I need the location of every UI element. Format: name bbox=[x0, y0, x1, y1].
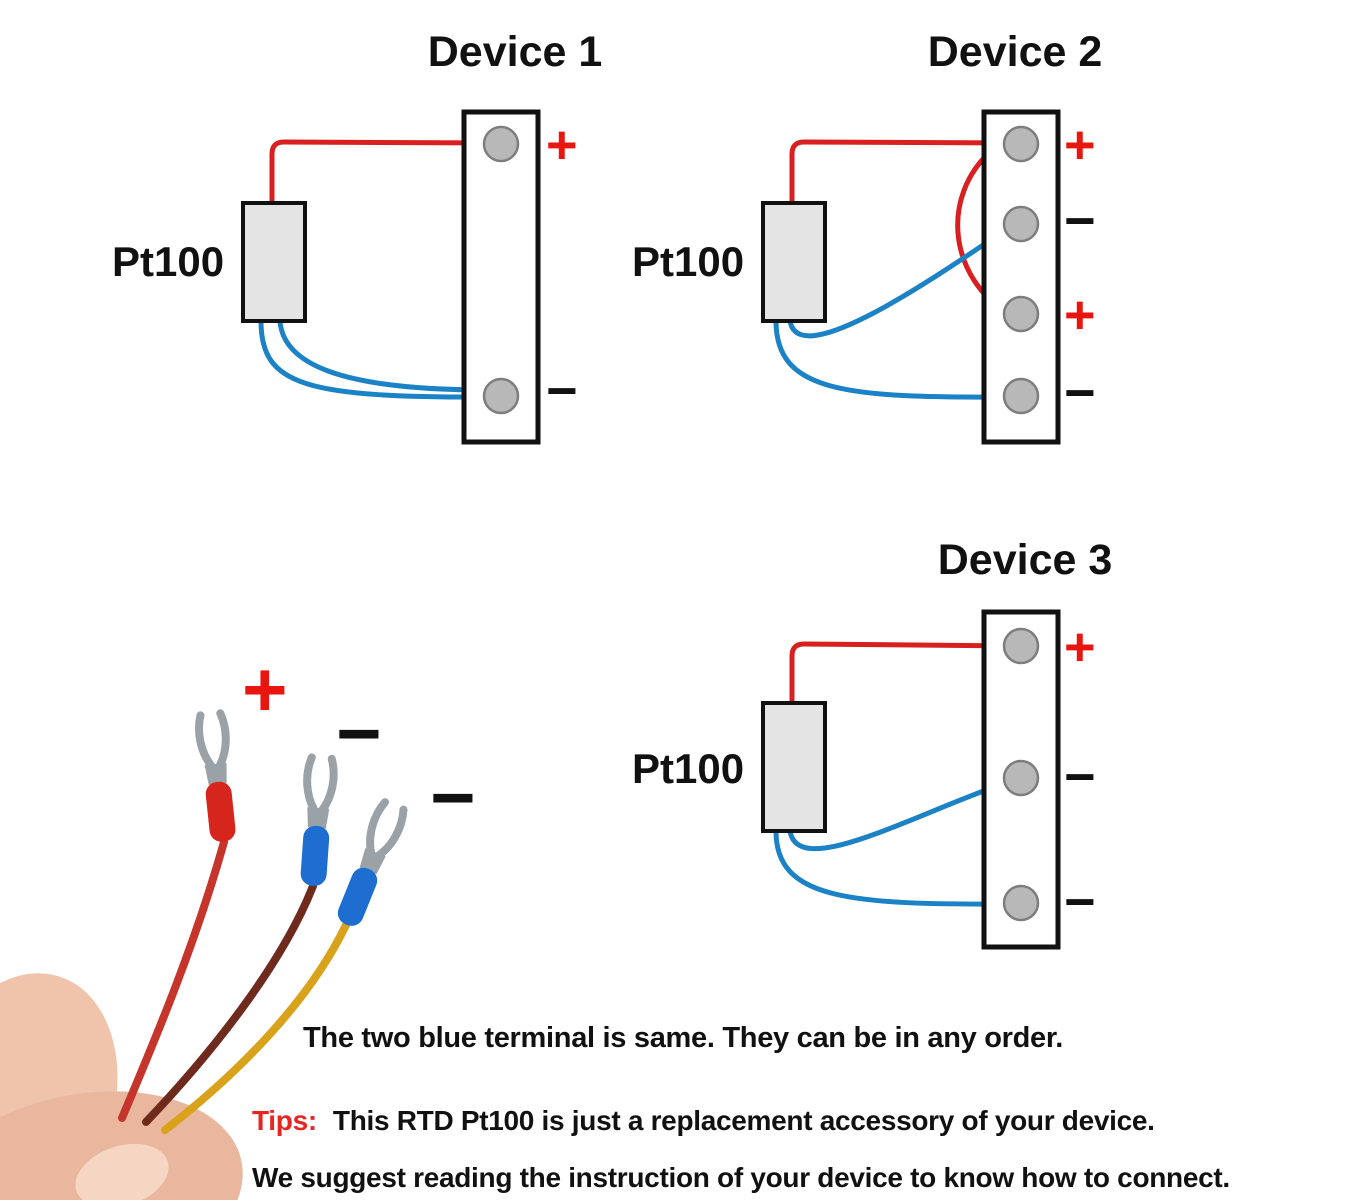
device-2-terminal-1 bbox=[1002, 125, 1040, 163]
photo-plus-label: + bbox=[242, 645, 288, 733]
fingers bbox=[0, 973, 243, 1200]
device-2-terminal-3 bbox=[1002, 295, 1040, 333]
photo-minus-label-2: − bbox=[430, 753, 476, 841]
device-1-plus-label: + bbox=[546, 115, 578, 175]
fork-terminal-blue-1 bbox=[300, 753, 338, 886]
tips-line: Tips: This RTD Pt100 is just a replacemen… bbox=[252, 1105, 1155, 1137]
device-3-blue-wire-1 bbox=[787, 779, 1011, 852]
device-2-title: Device 2 bbox=[927, 28, 1103, 76]
device-1-blue-wire-1 bbox=[258, 318, 499, 400]
device-1-pt100-box bbox=[241, 201, 307, 323]
device-1-minus-label: − bbox=[546, 361, 578, 421]
device-3-terminal-2 bbox=[1002, 759, 1040, 797]
device-2-pt100-label: Pt100 bbox=[632, 238, 745, 285]
device-1-terminal-1 bbox=[482, 125, 520, 163]
fork-terminal-blue-2 bbox=[337, 798, 408, 926]
device-3-terminal-1 bbox=[1002, 627, 1040, 665]
device-3-pt100-box bbox=[761, 701, 827, 833]
device-1-pt100-label: Pt100 bbox=[112, 238, 225, 285]
device-2-minus-label-2: − bbox=[1064, 363, 1096, 423]
device-1-terminal-2 bbox=[482, 377, 520, 415]
photo-brown-wire bbox=[142, 882, 317, 1126]
fork-terminal-red bbox=[195, 709, 236, 842]
tips-text: This RTD Pt100 is just a replacement acc… bbox=[332, 1105, 1155, 1136]
device-3-terminal-3 bbox=[1002, 884, 1040, 922]
photo-red-wire bbox=[118, 838, 228, 1122]
device-2-pt100-box bbox=[761, 201, 827, 323]
device-2-plus-label-1: + bbox=[1064, 115, 1096, 175]
photo-yellow-wire bbox=[161, 921, 350, 1134]
device-2-terminal-4 bbox=[1002, 377, 1040, 415]
device-3-title: Device 3 bbox=[937, 536, 1113, 584]
tips-label: Tips: bbox=[252, 1105, 317, 1136]
device-2-minus-label-1: − bbox=[1064, 191, 1096, 251]
device-2-blue-wire-1 bbox=[787, 225, 1011, 339]
fingernail bbox=[75, 1143, 169, 1200]
device-2-blue-wire-2 bbox=[773, 318, 1011, 400]
device-2-plus-label-2: + bbox=[1064, 285, 1096, 345]
device-2-terminal-2 bbox=[1002, 205, 1040, 243]
device-3-minus-label-2: − bbox=[1064, 872, 1096, 932]
device-3-red-wire bbox=[789, 641, 1021, 706]
photo-minus-label-1: − bbox=[336, 689, 382, 777]
device-1-blue-wire-2 bbox=[277, 318, 499, 393]
device-3-blue-wire-2 bbox=[773, 828, 1011, 907]
device-3-pt100-label: Pt100 bbox=[632, 745, 745, 792]
device-1-red-wire bbox=[269, 139, 501, 206]
note-instruction: We suggest reading the instruction of yo… bbox=[252, 1162, 1230, 1193]
device-3-minus-label-1: − bbox=[1064, 747, 1096, 807]
device-3-plus-label: + bbox=[1064, 617, 1096, 677]
device-2-red-wire bbox=[789, 139, 1021, 206]
note-blue-terminals: The two blue terminal is same. They can … bbox=[303, 1022, 1063, 1054]
device-1-title: Device 1 bbox=[427, 28, 603, 76]
